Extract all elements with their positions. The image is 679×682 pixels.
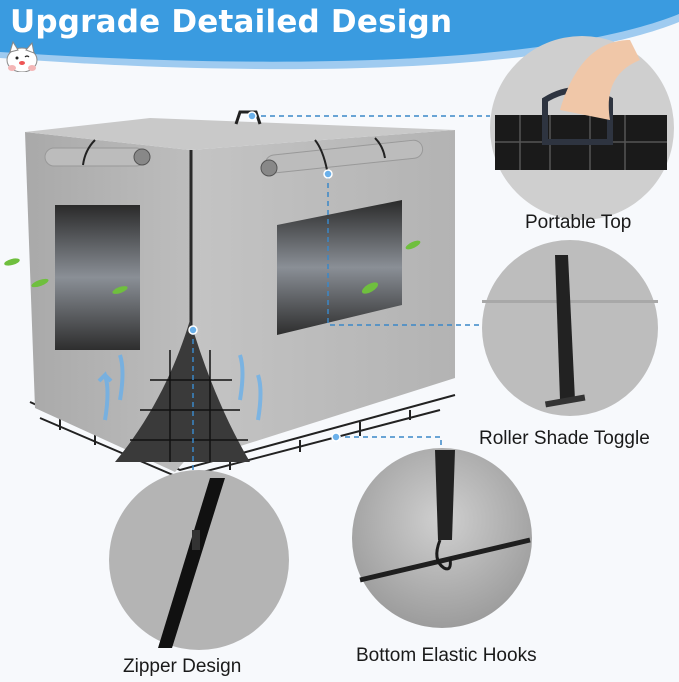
leaf-particles	[4, 240, 421, 294]
banner-shape	[0, 0, 679, 70]
zipper-door-opening	[115, 320, 250, 462]
label-portable-top: Portable Top	[525, 212, 632, 233]
roller-shade-left	[44, 147, 146, 167]
detail-zipper-design	[109, 470, 289, 650]
crate-top	[25, 118, 455, 150]
dog-mascot-icon	[6, 40, 38, 72]
airflow-arrows	[97, 354, 263, 421]
label-bottom-elastic-hooks: Bottom Elastic Hooks	[356, 645, 537, 666]
mesh-window-left	[55, 205, 140, 350]
callout-dots	[188, 111, 341, 442]
label-roller-shade-toggle: Roller Shade Toggle	[479, 428, 650, 449]
detail-bottom-elastic-hooks	[352, 448, 532, 628]
header-banner: Upgrade Detailed Design	[0, 0, 679, 90]
label-zipper-design: Zipper Design	[123, 656, 242, 677]
page-title: Upgrade Detailed Design	[10, 4, 453, 40]
top-handle	[234, 110, 262, 125]
detail-portable-top	[490, 36, 674, 220]
detail-roller-shade-toggle	[482, 240, 658, 416]
mesh-window-right	[277, 200, 402, 335]
